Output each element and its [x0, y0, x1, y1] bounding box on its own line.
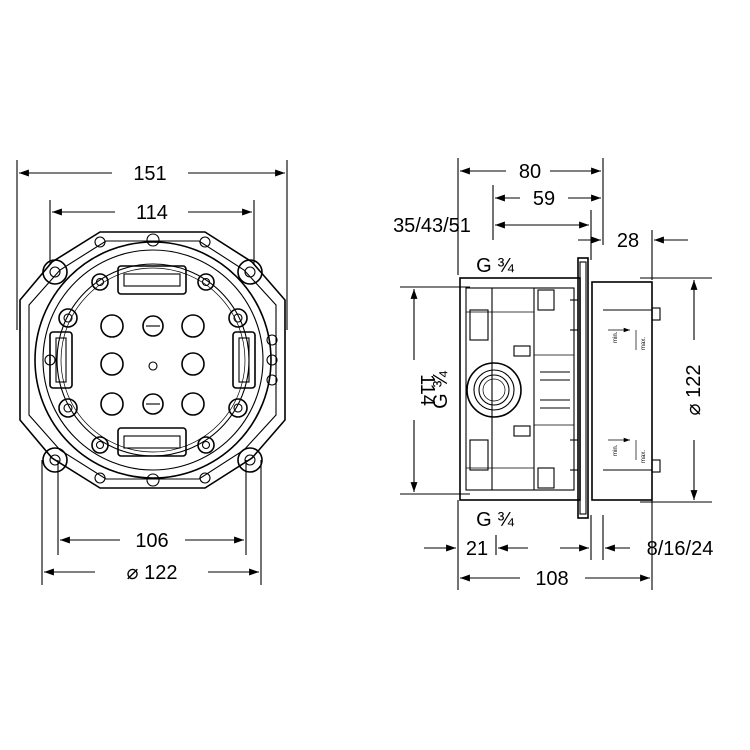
dim-59: 59: [495, 188, 601, 210]
boss-bottom-left: [42, 447, 68, 473]
dim-21-label: 21: [466, 538, 488, 560]
dim-80-label: 80: [519, 161, 541, 183]
dim-8-16-24-label: 8/16/24: [647, 538, 714, 560]
boss-bottom-right: [237, 447, 263, 473]
min-label-top: min.: [613, 331, 619, 343]
dim-diameter-front: ⌀ 122: [44, 562, 259, 584]
dim-108: 108: [460, 568, 650, 590]
side-brackets: [49, 265, 256, 457]
dim-diameter-side-label: ⌀ 122: [683, 365, 705, 416]
dim-8-16-24: 8/16/24: [560, 538, 713, 560]
g-side-label: G ¾: [430, 371, 452, 409]
max-label-top: max.: [641, 337, 647, 350]
dim-21: 21: [424, 538, 528, 560]
dim-35-43-51: 35/43/51: [393, 215, 589, 237]
dim-106: 106: [60, 530, 244, 552]
boss-top-right: [237, 259, 263, 285]
side-body: [459, 257, 661, 519]
side-extension-lines: [400, 158, 712, 590]
corner-bosses: [42, 233, 263, 487]
dim-28: 28: [578, 230, 688, 252]
front-view: 151 114 106 ⌀ 122: [16, 160, 288, 585]
ring-screws: [44, 273, 278, 454]
dim-106-label: 106: [135, 530, 168, 552]
dim-diameter-front-label: ⌀ 122: [127, 562, 178, 584]
side-view: 80 59 35/43/51 28 114 G ¾: [393, 158, 713, 590]
dim-114-front-label: 114: [136, 202, 168, 224]
boss-top-left: [42, 259, 68, 285]
dim-59-label: 59: [533, 188, 555, 210]
dim-diameter-side: ⌀ 122: [683, 280, 705, 500]
g-top-label: G ¾: [476, 255, 514, 277]
max-label-bottom: max.: [641, 450, 647, 463]
dim-114-side-label: 114: [416, 374, 438, 406]
dim-80: 80: [460, 161, 601, 183]
min-label-bottom: min.: [613, 444, 619, 456]
dim-108-label: 108: [535, 568, 568, 590]
front-extension-lines: [16, 160, 288, 585]
dim-114-side: 114 G ¾: [410, 289, 452, 492]
g-bottom-label: G ¾: [476, 509, 514, 531]
dim-35-43-51-label: 35/43/51: [393, 215, 471, 237]
dim-114-front: 114: [52, 202, 252, 224]
dim-151-label: 151: [133, 163, 166, 185]
dim-28-label: 28: [617, 230, 639, 252]
dim-151: 151: [19, 163, 285, 185]
plug-grid: [100, 314, 205, 416]
